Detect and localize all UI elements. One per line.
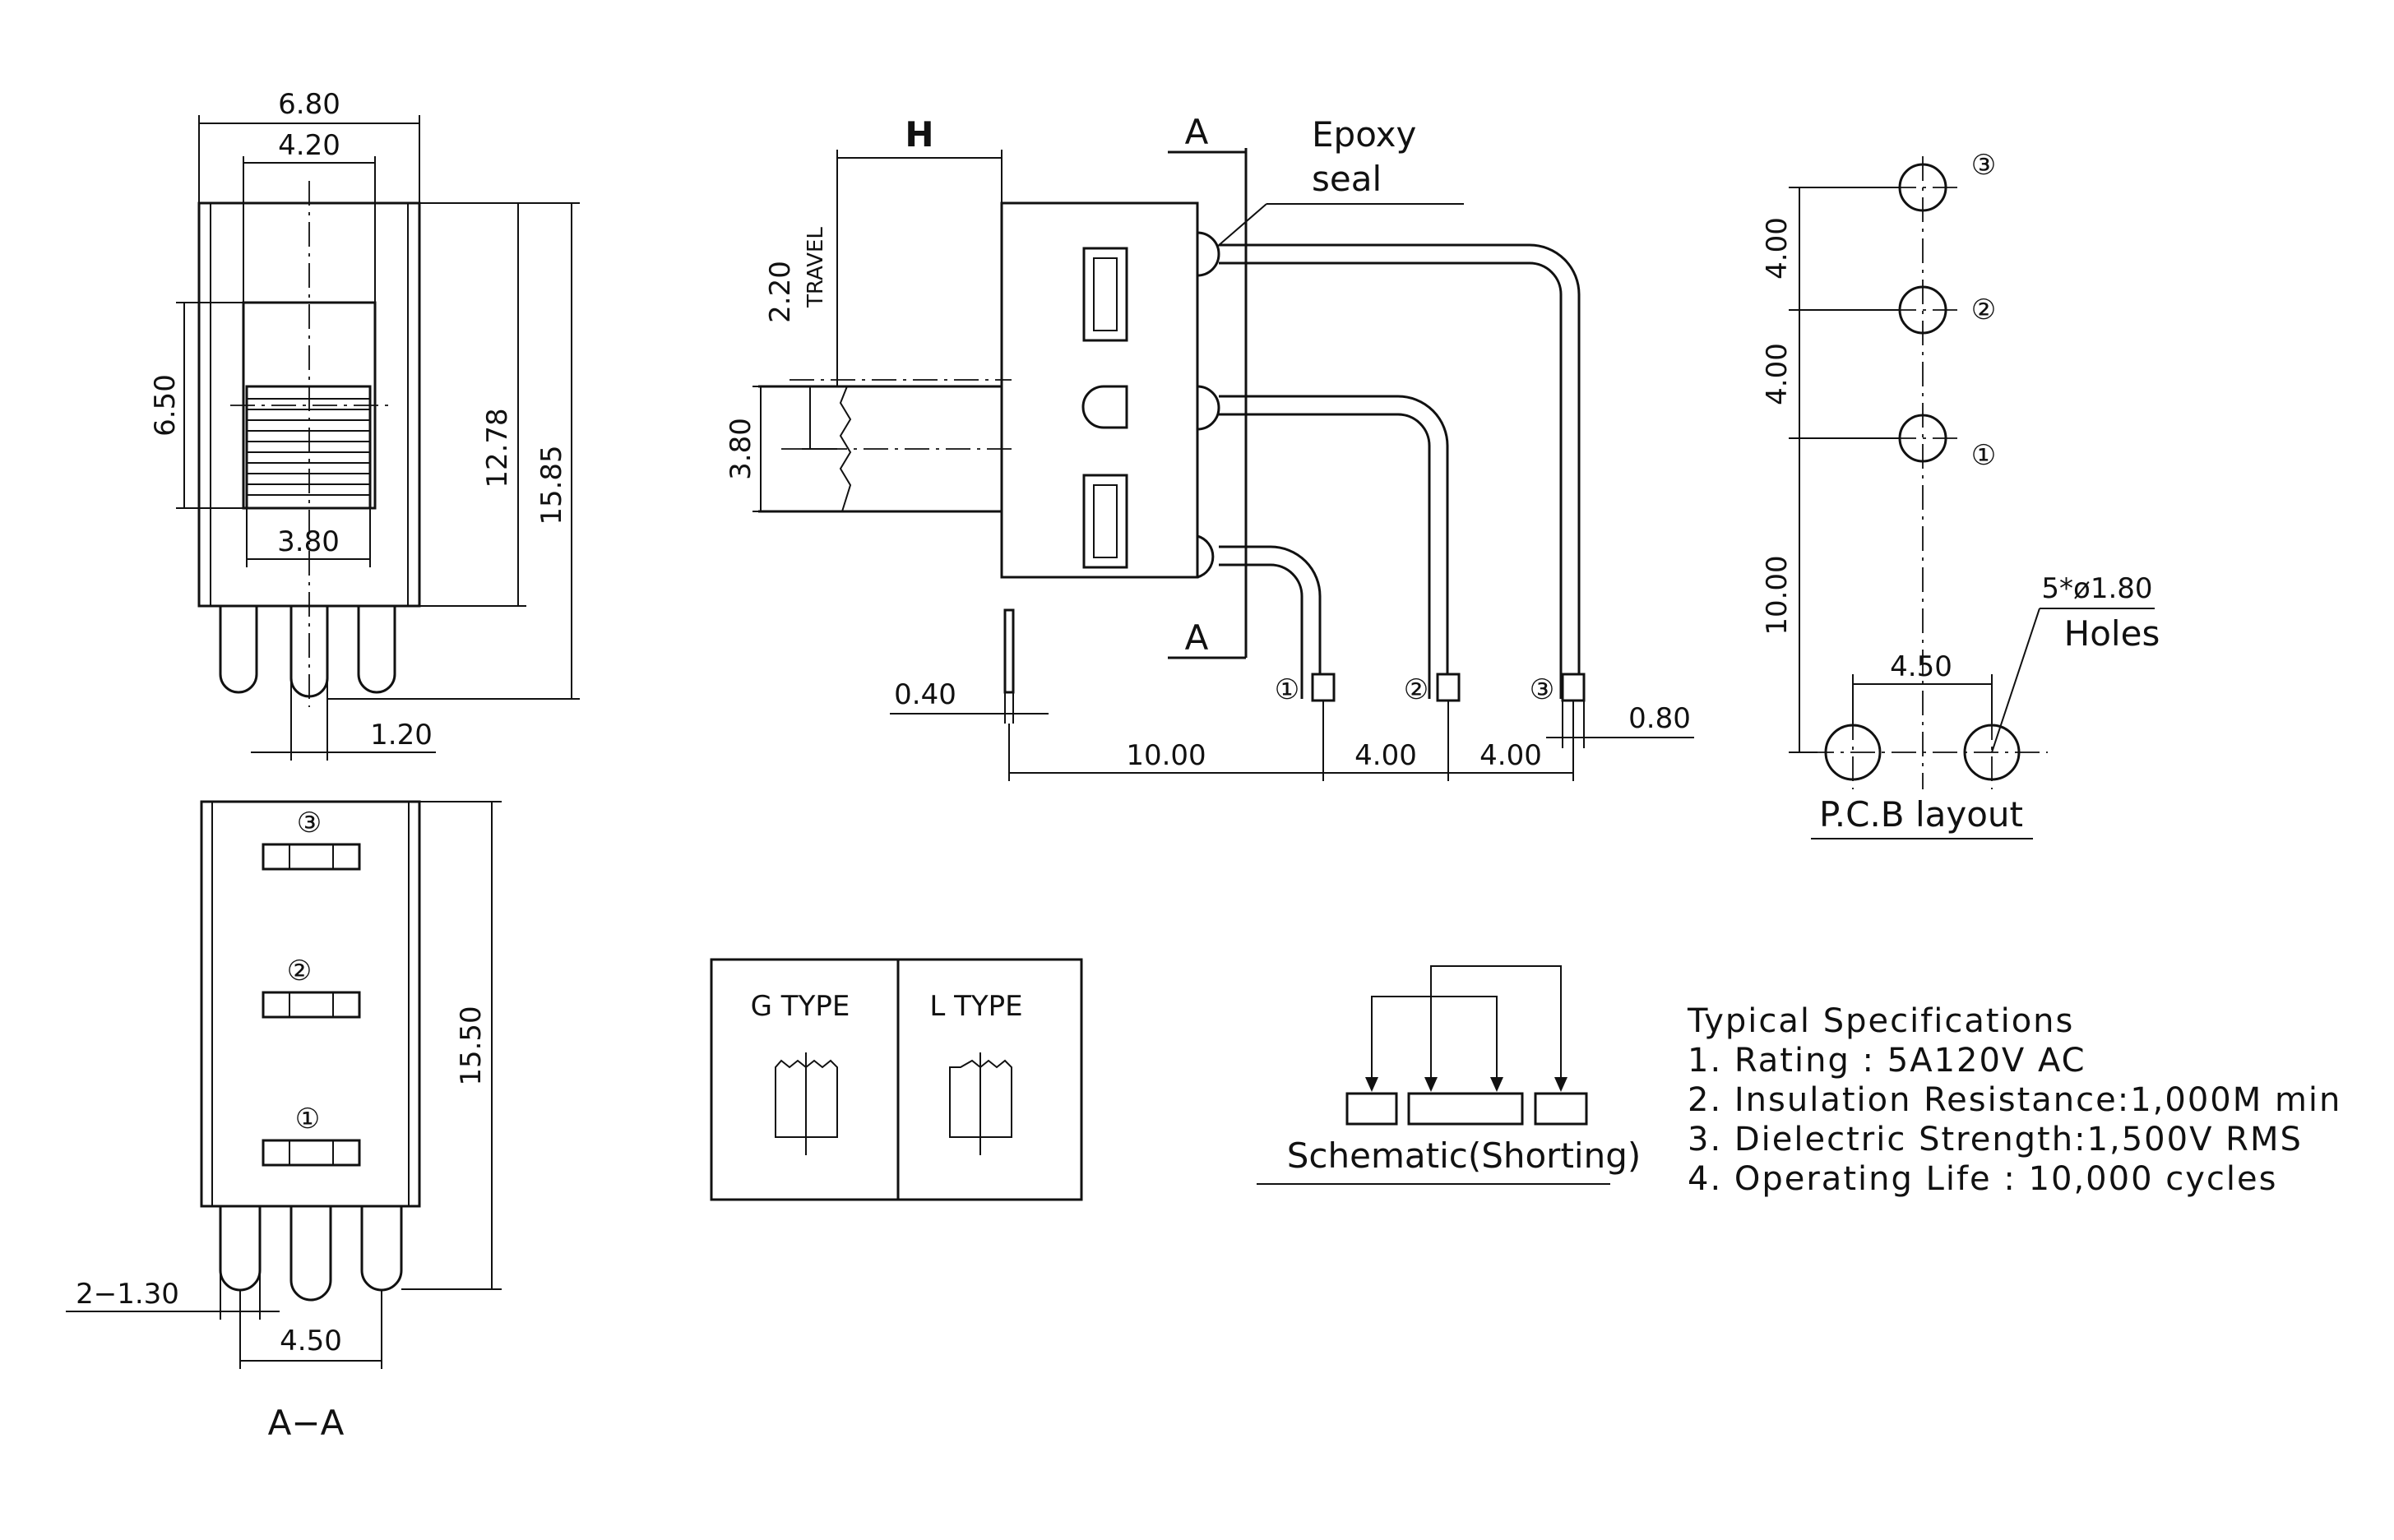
- epoxy-label-line1: Epoxy: [1312, 114, 1416, 155]
- dim-pitch-1: 4.00: [1354, 739, 1417, 772]
- section-view: ③ ② ① 15.50 2−1.30 4.50 A−A: [66, 800, 502, 1443]
- section-title: A−A: [268, 1403, 345, 1443]
- pcb-layout: ③ ② ① 4.00 4.00 10.00 4.50 5*ø1.80 Holes…: [1761, 149, 2160, 839]
- dim-h: H: [905, 114, 933, 155]
- section-dim-height: 15.50: [455, 1006, 488, 1085]
- spec-item-4: 4. Operating Life : 10,000 cycles: [1688, 1160, 2277, 1198]
- dim-actuator-height: 3.80: [725, 418, 757, 480]
- pcb-dim-pitch-2: 4.00: [1761, 343, 1794, 405]
- l-type-label: L TYPE: [929, 990, 1022, 1023]
- actuator-types: G TYPE L TYPE: [710, 958, 1083, 1201]
- pcb-pin-mark-3: ③: [1971, 149, 1996, 182]
- dim-height-body: 12.78: [481, 408, 514, 488]
- pin-mark-1: ①: [1275, 673, 1299, 706]
- pcb-dim-hole-spacing: 4.50: [1890, 650, 1952, 683]
- spec-item-1: 1. Rating : 5A120V AC: [1688, 1042, 2086, 1080]
- spec-item-3: 3. Dielectric Strength:1,500V RMS: [1688, 1121, 2303, 1158]
- spec-title: Typical Specifications: [1687, 1002, 2074, 1040]
- pcb-pin-mark-2: ②: [1971, 294, 1996, 326]
- epoxy-label-line2: seal: [1312, 159, 1382, 199]
- dim-offset: 10.00: [1126, 739, 1206, 772]
- section-pin-mark-3: ③: [297, 807, 322, 839]
- pin-mark-2: ②: [1404, 673, 1429, 706]
- dim-pin-thickness: 0.40: [894, 678, 956, 711]
- section-dim-pin-width: 2−1.30: [76, 1278, 179, 1311]
- dim-pin-width: 0.80: [1628, 702, 1691, 735]
- pcb-layout-title: P.C.B layout: [1819, 794, 2023, 835]
- side-view: H TRAVEL 2.20 3.80 A A ① ② ③ Epoxy seal: [725, 112, 1694, 781]
- section-mark-bottom: A: [1185, 617, 1209, 658]
- pcb-dim-offset: 10.00: [1761, 555, 1794, 635]
- label-travel: TRAVEL: [803, 227, 828, 308]
- dim-actuator-width: 3.80: [277, 525, 340, 558]
- section-mark-top: A: [1185, 112, 1209, 152]
- dim-travel: 2.20: [764, 261, 797, 323]
- section-pin-mark-1: ①: [295, 1103, 320, 1135]
- dim-width-inner: 4.20: [278, 129, 340, 162]
- g-type-label: G TYPE: [751, 990, 850, 1023]
- schematic-title: Schematic(Shorting): [1287, 1135, 1642, 1176]
- specifications: Typical Specifications 1. Rating : 5A120…: [1687, 1002, 2341, 1198]
- pcb-holes-label: Holes: [2064, 613, 2160, 654]
- section-dim-pin-spacing: 4.50: [280, 1325, 342, 1357]
- dim-height-window: 6.50: [149, 374, 182, 437]
- dim-width-overall: 6.80: [278, 88, 340, 121]
- pcb-holes-spec: 5*ø1.80: [2041, 572, 2152, 605]
- pcb-pin-mark-1: ①: [1971, 439, 1996, 472]
- dim-height-overall: 15.85: [535, 445, 568, 525]
- schematic: Schematic(Shorting): [1257, 965, 1642, 1185]
- dim-pitch-2: 4.00: [1479, 739, 1542, 772]
- section-pin-mark-2: ②: [287, 955, 312, 987]
- front-view: 6.80 4.20 6.50 12.78 15.85 3.80 1.20: [149, 88, 580, 761]
- dim-pin-spacing: 1.20: [370, 719, 433, 752]
- pin-mark-3: ③: [1530, 673, 1554, 706]
- pcb-dim-pitch-1: 4.00: [1761, 217, 1794, 280]
- spec-item-2: 2. Insulation Resistance:1,000M min: [1688, 1081, 2341, 1119]
